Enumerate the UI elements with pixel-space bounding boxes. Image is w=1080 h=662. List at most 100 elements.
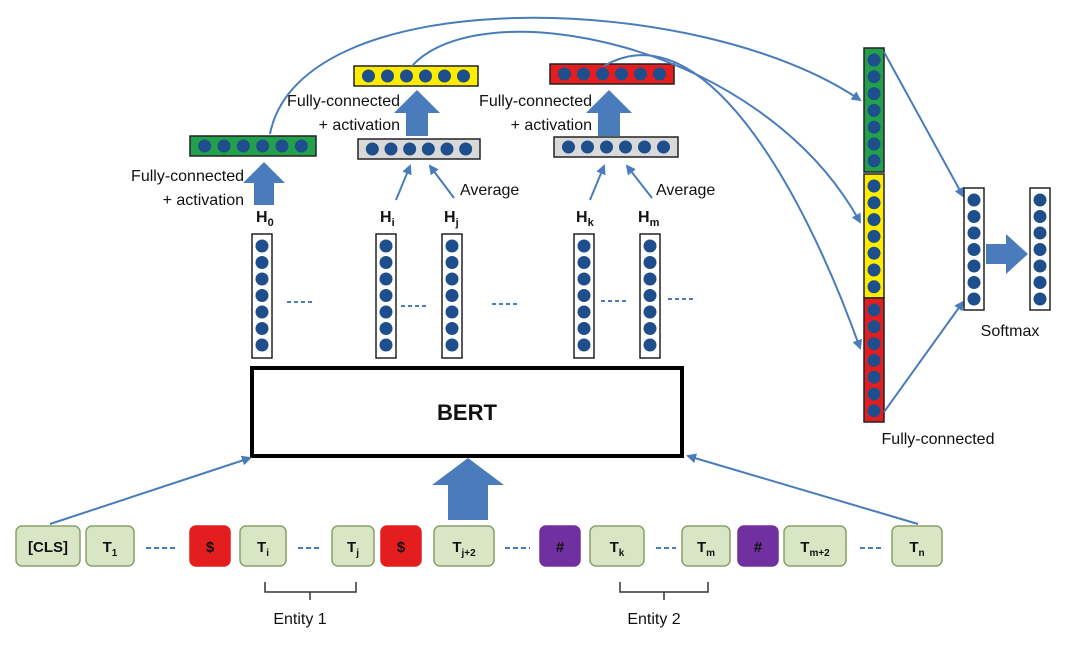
neuron [379,338,393,352]
token-box [783,525,847,567]
neuron [643,322,657,335]
token-label: Tm [697,539,715,559]
neuron [445,338,459,352]
neuron [867,120,881,134]
neuron [596,67,609,81]
fc-output-vector [963,187,985,311]
neuron [379,305,393,319]
neuron [867,370,881,384]
token-label: Tk [610,539,625,559]
avg-arrow-hm [625,164,653,199]
token-box [189,525,231,567]
token-label: Tm+2 [800,539,830,559]
neuron [867,103,881,117]
neuron [577,322,591,335]
fc-activation-label-e2-2: + activation [511,117,592,134]
neuron [255,289,269,302]
neuron [867,246,881,260]
pooled-vectors [189,63,679,160]
neuron [445,272,459,286]
fc-arrow-entity2 [586,90,632,136]
token-5: $ [380,525,422,567]
token-box [681,525,731,567]
neuron [867,70,881,84]
neuron [867,87,881,101]
neuron [643,256,657,269]
neuron [867,229,881,243]
fc-activation-label-e2-1: Fully-connected [479,93,592,110]
token-12: Tn [891,525,943,567]
neuron [577,239,591,253]
neuron [1033,226,1047,240]
fc-activation-label-cls-1: Fully-connected [131,168,244,185]
softmax-arrow [986,234,1028,274]
neuron [577,256,591,269]
hidden-labels: H0 Hi Hj Hk Hm [256,209,660,229]
token-box [331,525,375,567]
neuron [615,67,628,81]
neuron [581,140,594,154]
output-vectors [963,187,1051,311]
neuron [1033,259,1047,273]
neuron [255,322,269,335]
neuron [438,69,451,83]
hidden-vector-2 [441,233,463,359]
neuron [198,139,212,153]
neuron [403,142,417,156]
hidden-vector-4 [639,233,661,359]
token-9: Tm [681,525,731,567]
neuron [255,272,269,286]
neuron [1033,276,1047,289]
neuron [419,69,432,83]
concat-top-to-fc [883,51,964,198]
neuron [379,256,393,269]
fc-arrow-entity1 [394,90,440,136]
neuron [256,139,270,153]
neuron [379,239,393,253]
token-10: # [737,525,779,567]
neuron [967,276,981,289]
fc-arrow-cls [243,162,285,205]
neuron [379,322,393,335]
neuron [457,69,470,83]
neuron [967,226,981,240]
neuron [379,289,393,302]
entity-1-brace [264,582,357,600]
curve-e1-to-concat [411,30,861,224]
neuron [867,387,881,401]
avg-arrow-hi [395,164,412,201]
cls-pooled-vector [189,135,317,157]
concat-bottom-to-fc [883,300,965,413]
neuron [362,69,375,83]
neuron [445,322,459,335]
hidden-label-i: Hi [380,209,395,229]
token-box [737,525,779,567]
concat-block-cls [863,47,885,173]
softmax-label: Softmax [981,323,1040,340]
entity-2-brace [619,582,709,600]
curve-cls-to-concat [269,16,862,135]
concat-block-entity2 [863,297,885,423]
entity2-fc-vector [549,63,675,85]
neuron [967,243,981,256]
hidden-ellipses [287,298,693,307]
bert-input-arrow [432,458,504,520]
neuron [379,272,393,286]
neuron [867,137,881,151]
neuron [1033,193,1047,207]
average-label-1: Average [460,182,519,199]
tn-to-bert-arrow [686,453,919,525]
token-box [891,525,943,567]
neuron [445,256,459,269]
entity-2-label: Entity 2 [627,611,680,628]
neuron [255,256,269,269]
neuron [643,338,657,352]
token-1: T1 [85,525,135,567]
neuron [867,53,881,67]
neuron [643,289,657,302]
token-2: $ [189,525,231,567]
token-label: # [556,539,565,556]
neuron [967,292,981,306]
